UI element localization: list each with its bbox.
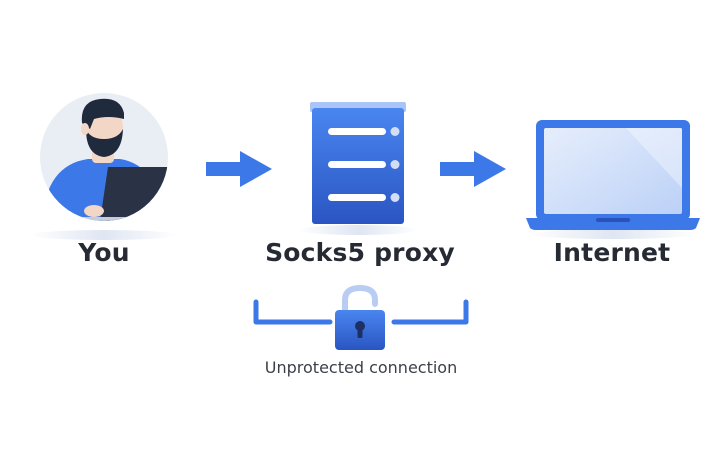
node-label-internet: Internet (553, 238, 671, 267)
user-with-laptop-icon (30, 93, 178, 240)
arrow-right-icon (206, 151, 272, 187)
node-label-you: You (78, 238, 130, 267)
connection-bracket (253, 299, 469, 325)
unlocked-padlock-icon (335, 284, 385, 350)
laptop-icon (526, 120, 700, 239)
server-icon (298, 102, 418, 235)
connection-label: Unprotected connection (264, 358, 458, 377)
node-label-proxy: Socks5 proxy (265, 238, 455, 267)
arrow-right-icon (440, 151, 506, 187)
